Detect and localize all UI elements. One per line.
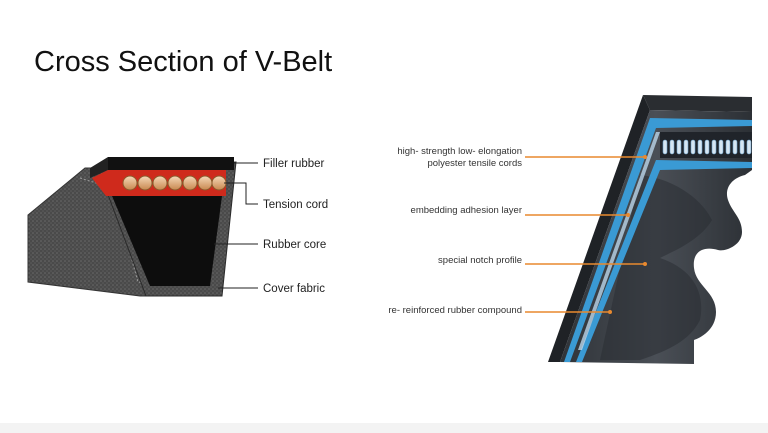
label-rubber-core: Rubber core bbox=[263, 239, 326, 251]
belt-top-surface bbox=[643, 95, 752, 112]
leader-tension bbox=[224, 182, 258, 205]
label-filler-rubber: Filler rubber bbox=[263, 158, 325, 170]
leader-dots bbox=[608, 155, 647, 314]
cord bbox=[167, 175, 183, 191]
cord-tube bbox=[704, 139, 710, 155]
label-adhesion-layer: embedding adhesion layer bbox=[411, 205, 522, 216]
cord-side-strip bbox=[578, 132, 660, 350]
cord-tube bbox=[697, 139, 703, 155]
filler-rubber bbox=[108, 157, 234, 170]
label-rubber-compound: re- reinforced rubber compound bbox=[388, 305, 522, 316]
cord bbox=[197, 175, 213, 191]
cord-tube bbox=[718, 139, 724, 155]
leader-dot bbox=[643, 262, 647, 266]
notched-belt: high- strength low- elongation polyester… bbox=[388, 95, 752, 364]
cord-tube bbox=[732, 139, 738, 155]
label-cords-line1: high- strength low- elongation bbox=[397, 146, 522, 157]
cord bbox=[211, 175, 227, 191]
cord-tube bbox=[725, 139, 731, 155]
tension-cords bbox=[122, 175, 227, 191]
slide-title: Cross Section of V-Belt bbox=[34, 46, 333, 78]
footer-band bbox=[0, 423, 768, 433]
v-belt-cross-section: Filler rubber Tension cord Rubber core C… bbox=[27, 157, 328, 297]
label-cover-fabric: Cover fabric bbox=[263, 283, 325, 295]
cord-tube bbox=[676, 139, 682, 155]
cord-tube bbox=[746, 139, 752, 155]
notch-shading bbox=[600, 175, 712, 360]
cord-tube bbox=[683, 139, 689, 155]
cord-tube bbox=[662, 139, 668, 155]
left-leader-lines bbox=[214, 162, 258, 289]
cord-tube bbox=[669, 139, 675, 155]
cord bbox=[122, 175, 138, 191]
cord-tube bbox=[711, 139, 717, 155]
cord-tube bbox=[739, 139, 745, 155]
right-leader-lines bbox=[525, 156, 645, 313]
rubber-core bbox=[112, 196, 222, 286]
leader-dot bbox=[626, 213, 630, 217]
belt-back-strip bbox=[548, 95, 650, 362]
cord-tube bbox=[690, 139, 696, 155]
filler-rubber-side bbox=[90, 157, 108, 178]
cord bbox=[137, 175, 153, 191]
label-tension-cord: Tension cord bbox=[263, 199, 328, 211]
cord bbox=[182, 175, 198, 191]
leader-dot bbox=[608, 310, 612, 314]
tensile-cords bbox=[578, 132, 752, 350]
label-notch-profile: special notch profile bbox=[438, 255, 522, 266]
label-cords-line2: polyester tensile cords bbox=[427, 158, 522, 169]
leader-dot bbox=[643, 155, 647, 159]
cord bbox=[152, 175, 168, 191]
